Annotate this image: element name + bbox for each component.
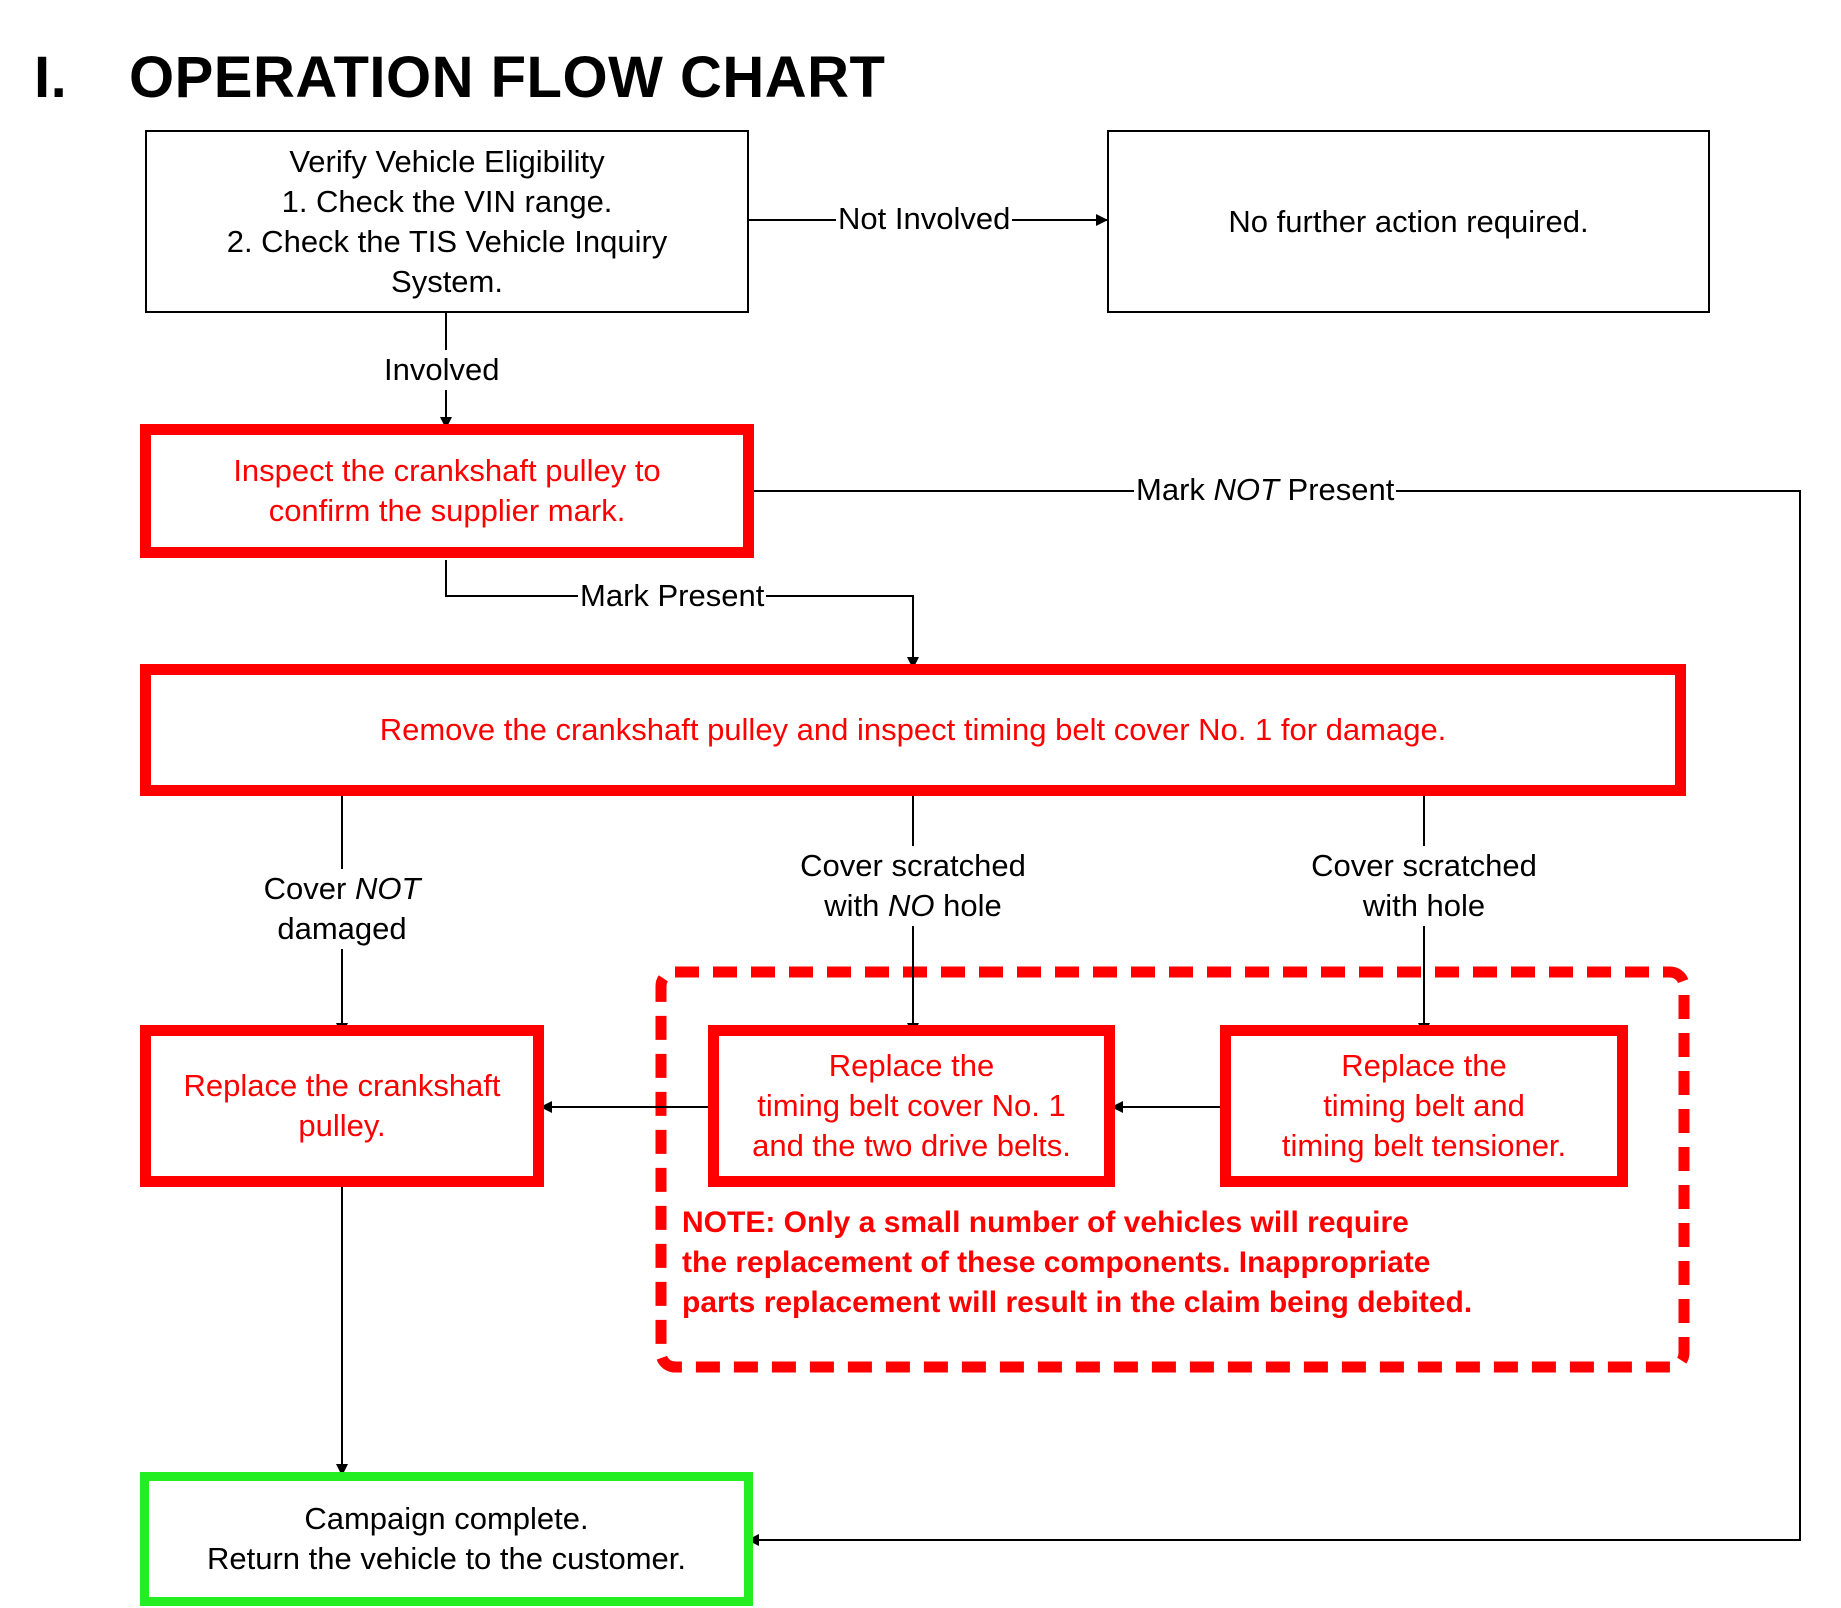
label-cnh-line1: Cover scratched [800,848,1026,883]
complete-line-1: Campaign complete. [304,1501,589,1536]
label-cover-no-hole: Cover scratched with NO hole [783,846,1043,926]
replace-belt-box: Replace the timing belt and timing belt … [1220,1025,1628,1187]
page-title: OPERATION FLOW CHART [129,45,886,110]
label-not-involved-text: Not Involved [838,201,1011,236]
label-cnd-line2: damaged [277,911,407,946]
replace-pulley-line-2: pulley. [298,1108,386,1143]
replace-pulley-box: Replace the crankshaft pulley. [140,1025,544,1187]
label-mark-not-present: Mark NOT Present [1134,470,1397,510]
label-cnh-after: hole [934,888,1002,923]
replace-belt-line-3: timing belt tensioner. [1281,1128,1567,1163]
replace-belt-line-1: Replace the [1341,1048,1507,1083]
replace-belt-line-2: timing belt and [1323,1088,1525,1123]
section-number: I. [34,45,68,110]
label-cnd-before: Cover [263,871,355,906]
note-line-1: NOTE: Only a small number of vehicles wi… [682,1206,1409,1239]
label-mnp-after: Present [1278,472,1395,507]
verify-line-4: System. [391,263,503,299]
label-mnp-before: Mark [1136,472,1214,507]
verify-line-2: 1. Check the VIN range. [281,183,613,219]
label-cover-not-damaged: Cover NOT damaged [242,869,442,949]
label-cnh-em: NO [888,888,935,923]
note-line-2: the replacement of these components. Ina… [682,1246,1431,1279]
remove-pulley-box: Remove the crankshaft pulley and inspect… [140,664,1686,796]
connector-mark-not-present [747,490,1801,1546]
inspect-line-1: Inspect the crankshaft pulley to [233,453,661,488]
label-cwh-line1: Cover scratched [1311,848,1537,883]
note-line-3: parts replacement will result in the cla… [682,1286,1473,1319]
label-not-involved: Not Involved [836,199,1013,239]
verify-line-3: 2. Check the TIS Vehicle Inquiry [226,223,668,259]
dashed-group-border [655,966,1690,1373]
campaign-complete-box: Campaign complete. Return the vehicle to… [140,1472,753,1606]
replace-cover-box: Replace the timing belt cover No. 1 and … [708,1025,1115,1187]
label-mark-present: Mark Present [578,576,767,616]
replacement-note: NOTE: Only a small number of vehicles wi… [682,1203,1472,1323]
label-cnh-before: with [824,888,888,923]
label-mark-present-text: Mark Present [580,578,765,613]
inspect-pulley-box: Inspect the crankshaft pulley to confirm… [140,424,754,558]
label-involved-text: Involved [384,352,500,387]
replace-cover-line-2: timing belt cover No. 1 [757,1088,1066,1123]
replace-pulley-line-1: Replace the crankshaft [183,1068,501,1103]
label-cnd-em: NOT [354,871,421,906]
no-action-text: No further action required. [1228,203,1589,239]
label-mnp-em: NOT [1213,472,1279,507]
verify-line-1: Verify Vehicle Eligibility [289,143,605,179]
no-further-action-box: No further action required. [1107,130,1710,313]
replace-cover-line-3: and the two drive belts. [752,1128,1071,1163]
replace-cover-line-1: Replace the [828,1048,995,1083]
verify-eligibility-box: Verify Vehicle Eligibility 1. Check the … [145,130,749,313]
complete-line-2: Return the vehicle to the customer. [206,1541,687,1576]
inspect-line-2: confirm the supplier mark. [268,493,626,528]
label-cwh-line2: with hole [1362,888,1486,923]
label-cover-with-hole: Cover scratched with hole [1294,846,1554,926]
label-involved: Involved [378,350,506,390]
remove-text: Remove the crankshaft pulley and inspect… [379,712,1447,747]
